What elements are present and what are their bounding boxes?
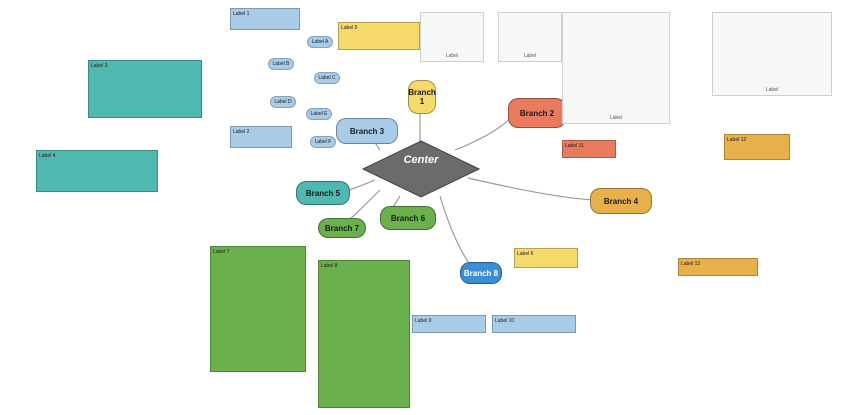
note-2: Label 2 xyxy=(230,126,292,148)
note-11: Label 11 xyxy=(562,140,616,158)
note-10: Label 10 xyxy=(492,315,576,333)
panel-2: Label xyxy=(498,12,562,62)
central-diamond xyxy=(362,140,480,198)
branch-3: Branch 3 xyxy=(336,118,398,144)
oval-e: Label E xyxy=(306,108,332,120)
branch-1: Branch 1 xyxy=(408,80,436,114)
panel-1: Label xyxy=(420,12,484,62)
branch-6: Branch 6 xyxy=(380,206,436,230)
panel-3: Label xyxy=(562,12,670,124)
note-6: Label 6 xyxy=(514,248,578,268)
note-3: Label 3 xyxy=(88,60,202,118)
oval-a: Label A xyxy=(307,36,333,48)
oval-f: Label F xyxy=(310,136,336,148)
note-1: Label 1 xyxy=(230,8,300,30)
panel-4: Label xyxy=(712,12,832,96)
branch-5: Branch 5 xyxy=(296,181,350,205)
branch-4: Branch 4 xyxy=(590,188,652,214)
note-4: Label 4 xyxy=(36,150,158,192)
oval-b: Label B xyxy=(268,58,294,70)
note-8: Label 8 xyxy=(318,260,410,408)
note-5: Label 5 xyxy=(338,22,420,50)
note-12: Label 12 xyxy=(724,134,790,160)
branch-7: Branch 7 xyxy=(318,218,366,238)
central-topic-label: Center xyxy=(403,154,439,166)
oval-c: Label C xyxy=(314,72,340,84)
note-7: Label 7 xyxy=(210,246,306,372)
note-13: Label 13 xyxy=(678,258,758,276)
note-9: Label 9 xyxy=(412,315,486,333)
branch-8: Branch 8 xyxy=(460,262,502,284)
central-topic: Center xyxy=(362,140,480,198)
branch-2: Branch 2 xyxy=(508,98,566,128)
oval-d: Label D xyxy=(270,96,296,108)
